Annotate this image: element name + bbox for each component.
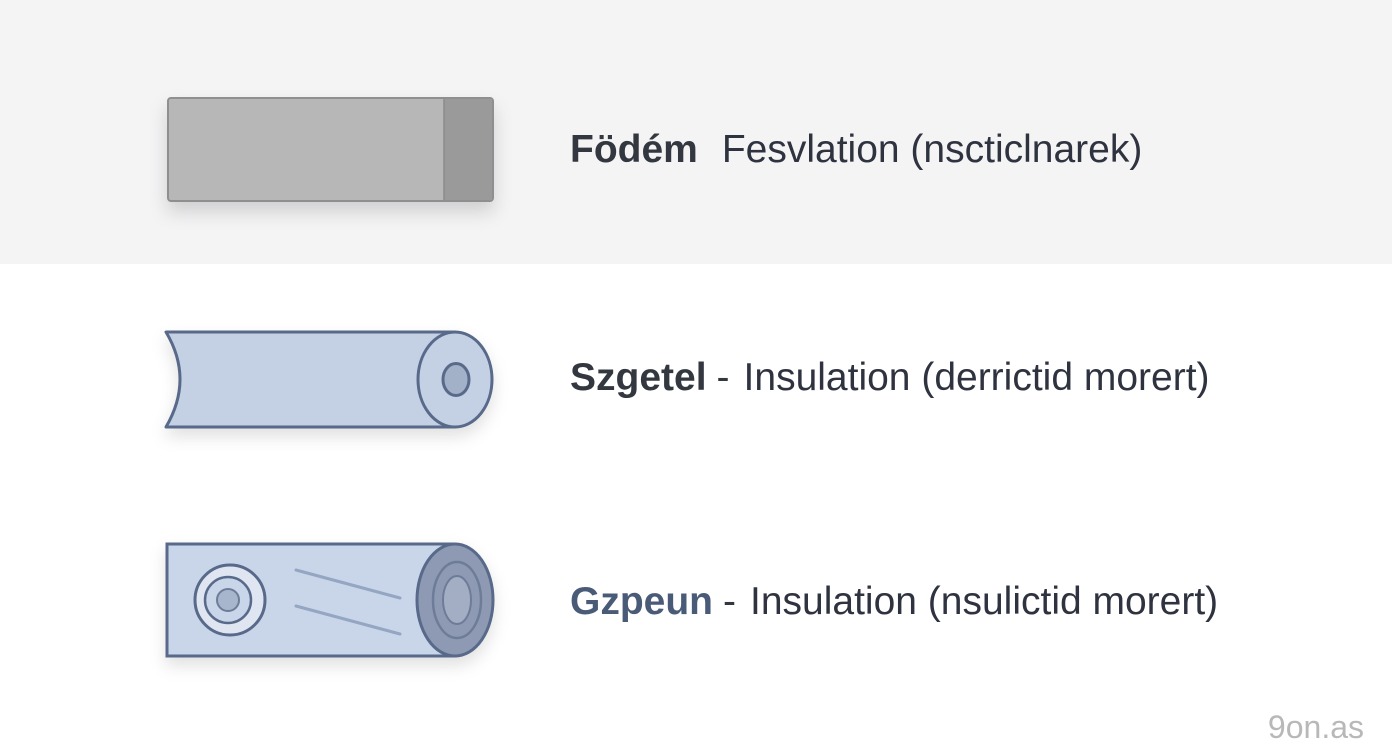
insulation-roll-icon [164, 330, 494, 429]
item-separator: - [723, 580, 736, 623]
item-separator: - [716, 356, 730, 399]
item-description: Fesvlation (nscticlnarek) [721, 128, 1143, 171]
gray-board-icon [167, 97, 494, 202]
item-description: Insulation (nsulictid morert) [750, 580, 1219, 623]
item-term: Gzpeun [570, 580, 713, 623]
insulation-tube-icon [165, 542, 495, 658]
item-term: Födém [570, 128, 698, 171]
watermark: 9on.as [1267, 709, 1364, 745]
item-description: Insulation (derrictid morert) [743, 356, 1210, 399]
item-label-2: Szgetel-Insulation (derrictid morert) [570, 358, 1210, 397]
item-label-1: Födém Fesvlation (nscticlnarek) [570, 130, 1142, 169]
item-row-3: Gzpeun-Insulation (nsulictid morert) [0, 490, 1392, 752]
item-row-1: Födém Fesvlation (nscticlnarek) [0, 0, 1392, 264]
item-label-3: Gzpeun-Insulation (nsulictid morert) [570, 582, 1218, 621]
item-row-2: Szgetel-Insulation (derrictid morert) [0, 264, 1392, 490]
item-term: Szgetel [570, 356, 707, 399]
